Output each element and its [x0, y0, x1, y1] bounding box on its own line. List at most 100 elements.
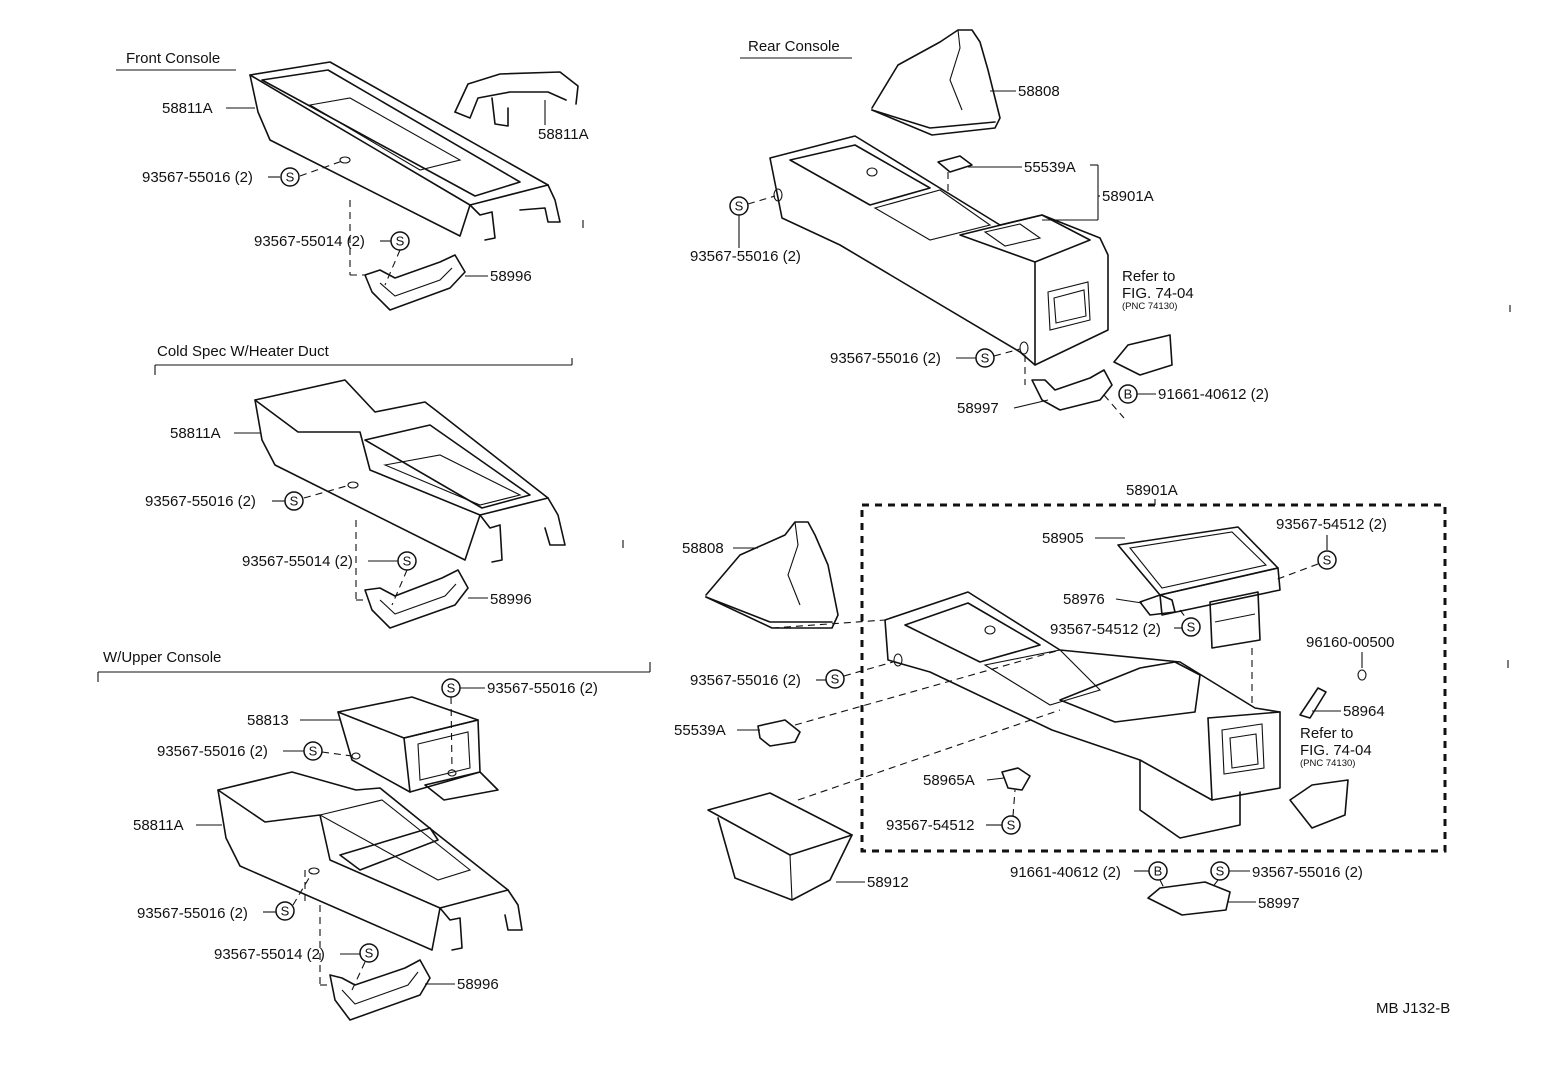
exploded-label-58976: 58976: [1063, 591, 1105, 608]
svg-text:S: S: [281, 904, 290, 919]
svg-text:B: B: [1154, 864, 1163, 879]
exploded-refer-line3: (PNC 74130): [1300, 758, 1355, 769]
exploded-tray-58912: [707, 792, 853, 901]
svg-text:S: S: [447, 681, 456, 696]
exploded-assembly-group: 58901A: [674, 482, 1447, 916]
svg-text:S: S: [1007, 818, 1016, 833]
front-console-bracket: [364, 254, 466, 311]
screw-icon: S: [825, 669, 845, 689]
rear-label-58901a: 58901A: [1102, 188, 1154, 205]
svg-text:S: S: [981, 351, 990, 366]
upper-console-bracket: [329, 959, 431, 1021]
svg-text:S: S: [396, 234, 405, 249]
screw-icon: S: [280, 167, 300, 187]
upper-label-screw-55016-low: 93567-55016 (2): [137, 905, 248, 922]
exploded-shift-boot: [705, 521, 839, 629]
svg-text:B: B: [1124, 387, 1133, 402]
cold-label-screw-55016: 93567-55016 (2): [145, 493, 256, 510]
cold-label-58811a: 58811A: [170, 425, 221, 442]
exploded-label-96160: 96160-00500: [1306, 634, 1394, 651]
upper-console-group: W/Upper Console S: [97, 649, 651, 1021]
rear-shift-boot: [871, 29, 1001, 136]
front-console-title: Front Console: [126, 50, 220, 67]
rear-label-58997: 58997: [957, 400, 999, 417]
svg-text:S: S: [1187, 620, 1196, 635]
screw-icon: S: [441, 678, 461, 698]
exploded-label-screw-54512-low: 93567-54512: [886, 817, 974, 834]
cold-spec-group: Cold Spec W/Heater Duct 58811A 93567-550…: [145, 343, 573, 629]
svg-text:S: S: [365, 946, 374, 961]
screw-icon: S: [975, 348, 995, 368]
exploded-armrest-58905: [1117, 526, 1281, 616]
rear-label-55539a: 55539A: [1024, 159, 1076, 176]
screw-icon: S: [729, 196, 749, 216]
svg-text:S: S: [403, 554, 412, 569]
front-console-body: [249, 61, 561, 241]
rear-console-group: Rear Console 588: [690, 29, 1269, 419]
rear-console-body: [769, 135, 1109, 366]
exploded-refer-line1: Refer to: [1300, 725, 1353, 742]
screw-icon: S: [275, 901, 295, 921]
rear-console-title: Rear Console: [748, 38, 840, 55]
exploded-label-55539a: 55539A: [674, 722, 726, 739]
exploded-bracket-58997: [1147, 881, 1231, 916]
exploded-label-screw-55016: 93567-55016 (2): [690, 672, 801, 689]
rear-refer-line1: Refer to: [1122, 268, 1175, 285]
svg-text:S: S: [1216, 864, 1225, 879]
upper-label-screw-55016-mid: 93567-55016 (2): [157, 743, 268, 760]
cold-spec-console-body: [254, 379, 566, 563]
svg-text:S: S: [286, 170, 295, 185]
exploded-bracket-58964: [1299, 687, 1327, 719]
rear-label-screw-55016-left: 93567-55016 (2): [690, 248, 801, 265]
exploded-plug-55539a: [757, 719, 801, 747]
cold-label-screw-55014: 93567-55014 (2): [242, 553, 353, 570]
screw-icon: S: [390, 231, 410, 251]
rear-label-screw-55016-right: 93567-55016 (2): [830, 350, 941, 367]
screw-icon: S: [359, 943, 379, 963]
svg-text:S: S: [735, 199, 744, 214]
rear-cover-reference: [1113, 334, 1173, 376]
exploded-label-58965a: 58965A: [923, 772, 975, 789]
cold-spec-bracket: [364, 569, 469, 629]
screw-icon: S: [397, 551, 417, 571]
front-label-screw-55016: 93567-55016 (2): [142, 169, 253, 186]
upper-console-box-58813: [337, 696, 499, 801]
upper-label-screw-55016-top: 93567-55016 (2): [487, 680, 598, 697]
exploded-cover-reference: [1289, 779, 1349, 829]
assembly-boundary: [860, 503, 1447, 853]
upper-label-58996: 58996: [457, 976, 499, 993]
exploded-lid-hinge-block: [1209, 591, 1261, 649]
rear-refer-line2: FIG. 74-04: [1122, 285, 1194, 302]
screw-icon: S: [1210, 861, 1230, 881]
screw-icon: S: [1181, 617, 1201, 637]
upper-console-body: [217, 771, 523, 951]
upper-console-title: W/Upper Console: [103, 649, 221, 666]
front-label-screw-55014: 93567-55014 (2): [254, 233, 365, 250]
front-label-58996: 58996: [490, 268, 532, 285]
exploded-label-bolt-40612: 91661-40612 (2): [1010, 864, 1121, 881]
bolt-icon: B: [1148, 861, 1168, 881]
exploded-clip-58965a: [1001, 767, 1031, 791]
rear-bracket-58997: [1031, 369, 1113, 411]
svg-text:S: S: [290, 494, 299, 509]
rear-plug-55539a: [937, 155, 973, 173]
exploded-label-screw-54512-mid: 93567-54512 (2): [1050, 621, 1161, 638]
front-console-end-cap: [454, 71, 579, 127]
screw-icon: S: [1001, 815, 1021, 835]
exploded-nut-96160: [1357, 669, 1367, 681]
screw-icon: S: [284, 491, 304, 511]
svg-text:S: S: [831, 672, 840, 687]
front-label-58811a-cap: 58811A: [538, 126, 589, 143]
exploded-label-58912: 58912: [867, 874, 909, 891]
exploded-label-58808: 58808: [682, 540, 724, 557]
exploded-label-58964: 58964: [1343, 703, 1385, 720]
screw-icon: S: [1317, 550, 1337, 570]
exploded-hinge-58976: [1139, 594, 1176, 616]
upper-label-58813: 58813: [247, 712, 289, 729]
front-label-58811a-body: 58811A: [162, 100, 213, 117]
rear-refer-line3: (PNC 74130): [1122, 301, 1177, 312]
cold-label-58996: 58996: [490, 591, 532, 608]
exploded-console-body: [884, 591, 1281, 839]
upper-label-58811a: 58811A: [133, 817, 184, 834]
exploded-label-screw-54512-top: 93567-54512 (2): [1276, 516, 1387, 533]
